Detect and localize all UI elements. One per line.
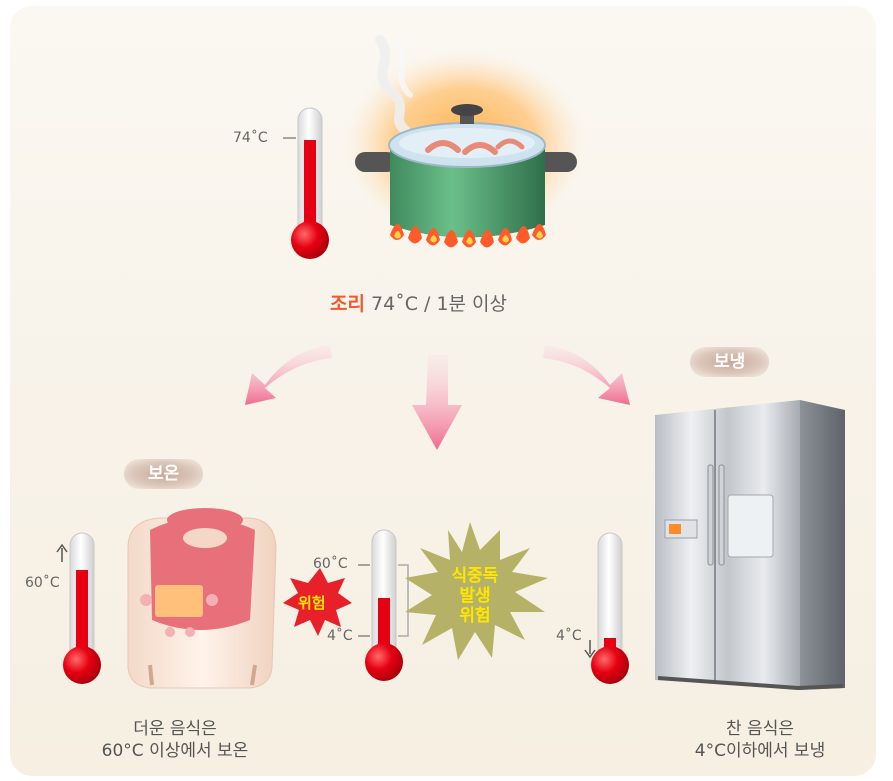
keep-warm-caption-line1: 더운 음식은 xyxy=(133,719,217,739)
refrigeration-temp-label: 4˚C xyxy=(556,628,582,644)
cooking-temp-label: 74˚C xyxy=(233,130,268,146)
refrigeration-caption: 찬 음식은 4°C이하에서 보냉 xyxy=(660,718,860,762)
danger-big-text: 식중독 발생 위험 xyxy=(440,566,510,626)
cooking-caption: 조리 74˚C / 1분 이상 xyxy=(330,289,507,316)
rice-cooker-illustration xyxy=(127,508,277,689)
refrigerator-illustration xyxy=(655,400,845,691)
refrigeration-caption-line2: 4°C이하에서 보냉 xyxy=(694,741,826,761)
arrow-center xyxy=(412,355,462,450)
cooking-caption-highlight: 조리 xyxy=(330,293,365,315)
danger-burst-small xyxy=(283,568,352,636)
keep-warm-caption: 더운 음식은 60°C 이상에서 보온 xyxy=(70,718,280,762)
danger-big-line1: 식중독 xyxy=(451,566,499,586)
cooking-caption-rest: 74˚C / 1분 이상 xyxy=(371,293,508,315)
keep-warm-caption-line2: 60°C 이상에서 보온 xyxy=(101,741,249,761)
cooking-pot-illustration xyxy=(345,35,585,248)
keep-warm-badge: 보온 xyxy=(124,459,204,489)
down-arrow-head-icon xyxy=(584,649,596,659)
arrow-left xyxy=(245,345,332,405)
up-arrow-head-icon xyxy=(56,543,68,553)
refrigeration-caption-line1: 찬 음식은 xyxy=(726,719,794,739)
danger-big-line2: 발생 xyxy=(459,586,491,606)
danger-burst-big xyxy=(405,522,548,660)
thermometer-danger-zone xyxy=(358,529,409,681)
thermometer-keep-warm xyxy=(56,532,101,684)
danger-big-line3: 위험 xyxy=(459,606,491,626)
danger-small-text: 위험 xyxy=(298,594,326,612)
refrigeration-badge: 보냉 xyxy=(690,347,770,377)
range-bracket xyxy=(398,564,409,637)
arrow-right xyxy=(543,345,630,405)
keep-warm-temp-label: 60˚C xyxy=(25,575,60,591)
danger-upper-label: 60˚C xyxy=(313,556,348,572)
thermometer-cooking xyxy=(283,107,329,259)
thermometer-refrigeration xyxy=(584,532,629,684)
danger-lower-label: 4˚C xyxy=(327,628,353,644)
